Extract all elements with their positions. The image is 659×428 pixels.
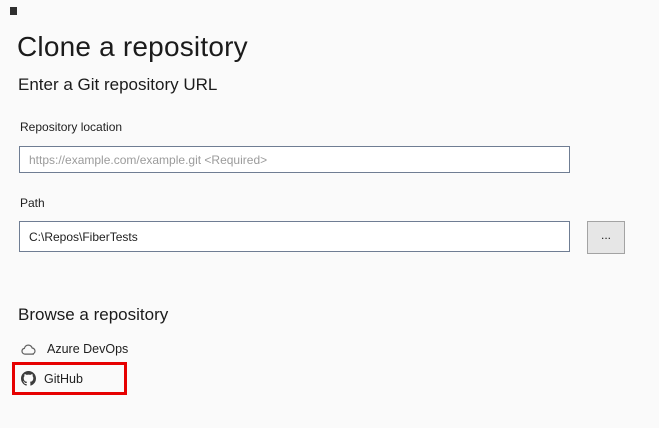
provider-item-azure-devops[interactable]: Azure DevOps — [20, 340, 128, 358]
cloud-icon — [20, 343, 37, 356]
red-highlight-annotation: GitHub — [12, 362, 127, 395]
browse-section-heading: Browse a repository — [18, 305, 169, 324]
page-title: Clone a repository — [17, 30, 248, 62]
url-section-heading: Enter a Git repository URL — [18, 75, 218, 94]
github-icon — [21, 371, 36, 386]
repository-location-label: Repository location — [20, 120, 123, 134]
browse-path-button[interactable]: ... — [587, 221, 625, 254]
provider-label-github: GitHub — [44, 371, 83, 386]
provider-label-azure-devops: Azure DevOps — [47, 342, 129, 356]
provider-item-github[interactable]: GitHub — [15, 365, 83, 392]
window-icon-fragment — [10, 7, 17, 15]
path-label: Path — [20, 196, 45, 210]
path-input[interactable] — [19, 221, 570, 252]
repository-url-input[interactable] — [19, 146, 570, 173]
